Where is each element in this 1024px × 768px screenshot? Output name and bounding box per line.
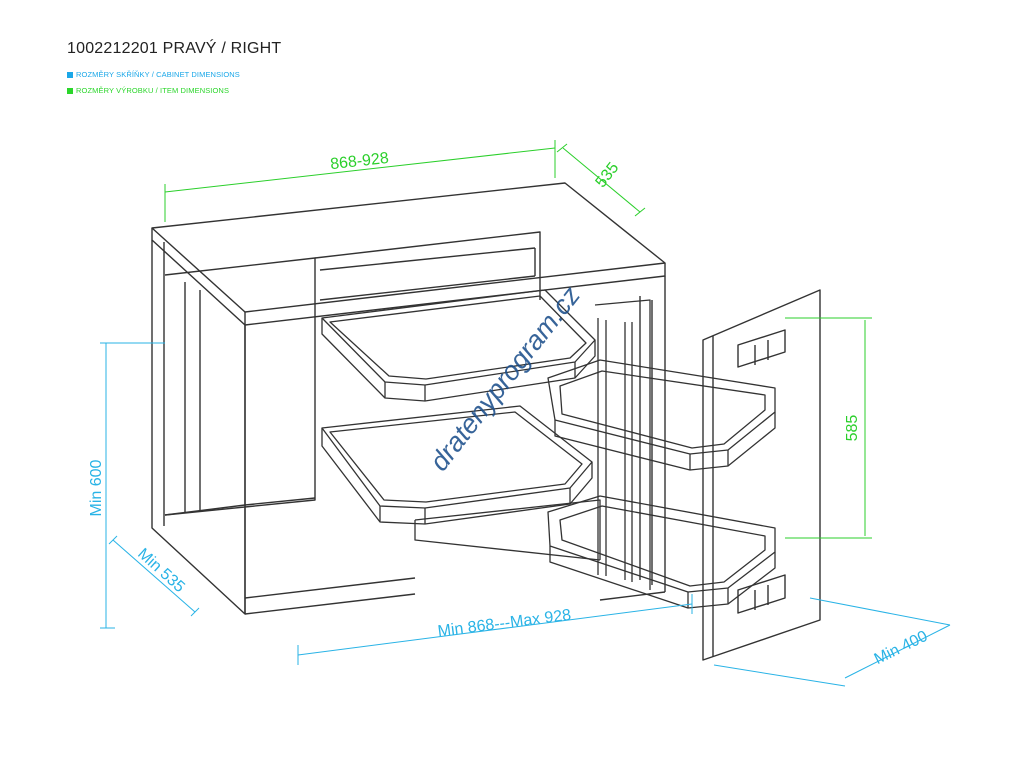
cabinet-swatch-icon — [67, 71, 73, 78]
legend-item-label: ROZMĚRY VÝROBKU / ITEM DIMENSIONS — [76, 86, 230, 95]
dim-cab-height: Min 600 — [88, 459, 105, 516]
front-door — [702, 289, 821, 661]
pullout-frame — [547, 299, 776, 609]
legend-item: ROZMĚRY VÝROBKU / ITEM DIMENSIONS — [67, 86, 229, 95]
shelf-lower-left — [321, 405, 601, 561]
dim-item-width: 868-928 — [329, 150, 389, 173]
dim-cab-door: Min 400 — [872, 628, 931, 668]
dim-cab-width: Min 868---Max 928 — [437, 607, 572, 641]
cabinet-dimension-lines — [100, 342, 951, 687]
watermark-text: dratenyprogram.cz — [424, 280, 587, 476]
page-title: 1002212201 PRAVÝ / RIGHT — [67, 40, 282, 57]
shelf-upper-left — [321, 289, 596, 402]
dim-item-depth: 535 — [593, 159, 623, 191]
dim-item-height: 585 — [844, 415, 861, 442]
item-dimension-lines — [164, 140, 872, 539]
legend-cabinet-label: ROZMĚRY SKŘÍŇKY / CABINET DIMENSIONS — [76, 70, 240, 79]
cabinet-body — [151, 182, 666, 615]
item-swatch-icon — [67, 87, 73, 94]
legend-cabinet: ROZMĚRY SKŘÍŇKY / CABINET DIMENSIONS — [67, 70, 240, 79]
